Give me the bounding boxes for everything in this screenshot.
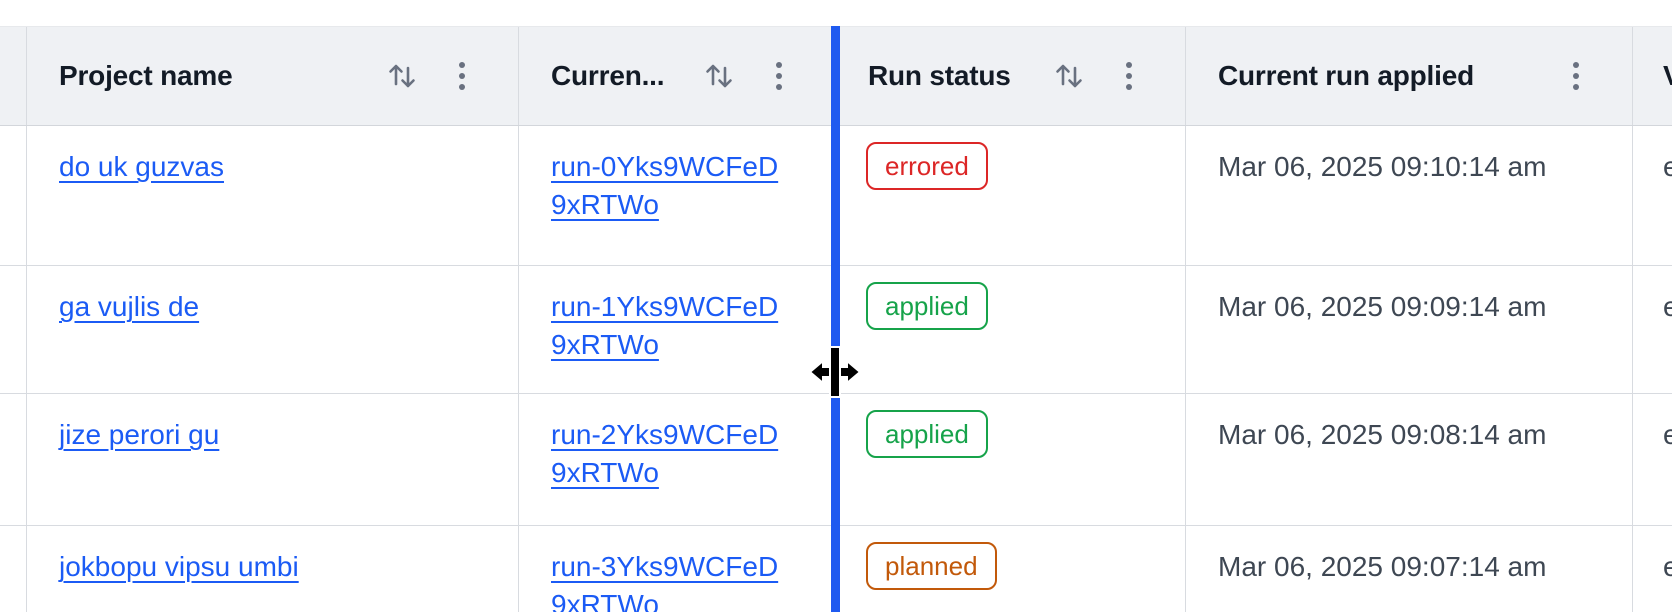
- kebab-menu-icon[interactable]: [775, 61, 783, 91]
- cell-project-name: jize perori gu: [27, 394, 519, 525]
- cell-current-run-applied: Mar 06, 2025 09:09:14 am: [1186, 266, 1633, 393]
- applied-timestamp: Mar 06, 2025 09:07:14 am: [1218, 551, 1547, 582]
- cell-stub: [0, 126, 27, 265]
- status-badge: errored: [866, 142, 988, 190]
- header-cell-project-name[interactable]: Project name: [27, 27, 519, 125]
- cell-current-run-applied: Mar 06, 2025 09:08:14 am: [1186, 394, 1633, 525]
- cell-stub: [0, 266, 27, 393]
- cell-project-name: do uk guzvas: [27, 126, 519, 265]
- kebab-menu-icon[interactable]: [1125, 61, 1133, 91]
- cell-run-status: applied: [836, 266, 1186, 393]
- clipped-value: e: [1663, 419, 1672, 450]
- cell-stub: [0, 526, 27, 612]
- column-label-current-run-applied: Current run applied: [1218, 60, 1474, 91]
- applied-timestamp: Mar 06, 2025 09:10:14 am: [1218, 151, 1547, 182]
- header-cell-stub: [0, 27, 27, 125]
- status-badge: planned: [866, 542, 997, 590]
- cell-clipped: e: [1633, 266, 1672, 393]
- column-resize-line[interactable]: [831, 26, 840, 612]
- cell-run-status: planned: [836, 526, 1186, 612]
- project-link[interactable]: do uk guzvas: [59, 151, 224, 182]
- applied-timestamp: Mar 06, 2025 09:09:14 am: [1218, 291, 1547, 322]
- cell-current-run-applied: Mar 06, 2025 09:07:14 am: [1186, 526, 1633, 612]
- header-cell-run-status[interactable]: Run status: [836, 27, 1186, 125]
- cell-run-status: applied: [836, 394, 1186, 525]
- cell-clipped: e: [1633, 526, 1672, 612]
- sort-icon[interactable]: [386, 59, 418, 93]
- clipped-value: e: [1663, 151, 1672, 182]
- project-link[interactable]: ga vujlis de: [59, 291, 200, 322]
- clipped-value: e: [1663, 291, 1672, 322]
- column-label-project-name: Project name: [59, 60, 233, 91]
- cell-clipped: e: [1633, 126, 1672, 265]
- clipped-value: e: [1663, 551, 1672, 582]
- sort-icon[interactable]: [1053, 59, 1085, 93]
- sort-icon[interactable]: [703, 59, 735, 93]
- cell-current-run-applied: Mar 06, 2025 09:10:14 am: [1186, 126, 1633, 265]
- cell-clipped: e: [1633, 394, 1672, 525]
- cell-stub: [0, 394, 27, 525]
- column-label-run-status: Run status: [868, 60, 1011, 91]
- cell-project-name: ga vujlis de: [27, 266, 519, 393]
- kebab-menu-icon[interactable]: [1572, 61, 1580, 91]
- header-cell-current-run-applied[interactable]: Current run applied: [1186, 27, 1633, 125]
- status-badge: applied: [866, 282, 988, 330]
- header-cell-current-run[interactable]: Curren...: [519, 27, 836, 125]
- kebab-menu-icon[interactable]: [458, 61, 466, 91]
- column-label-clipped: V: [1663, 60, 1672, 92]
- header-cell-clipped: V: [1633, 27, 1672, 125]
- applied-timestamp: Mar 06, 2025 09:08:14 am: [1218, 419, 1547, 450]
- project-link[interactable]: jize perori gu: [59, 419, 220, 450]
- column-label-current-run: Curren...: [551, 60, 665, 91]
- cell-project-name: jokbopu vipsu umbi: [27, 526, 519, 612]
- project-link[interactable]: jokbopu vipsu umbi: [59, 551, 299, 582]
- status-badge: applied: [866, 410, 988, 458]
- cell-run-status: errored: [836, 126, 1186, 265]
